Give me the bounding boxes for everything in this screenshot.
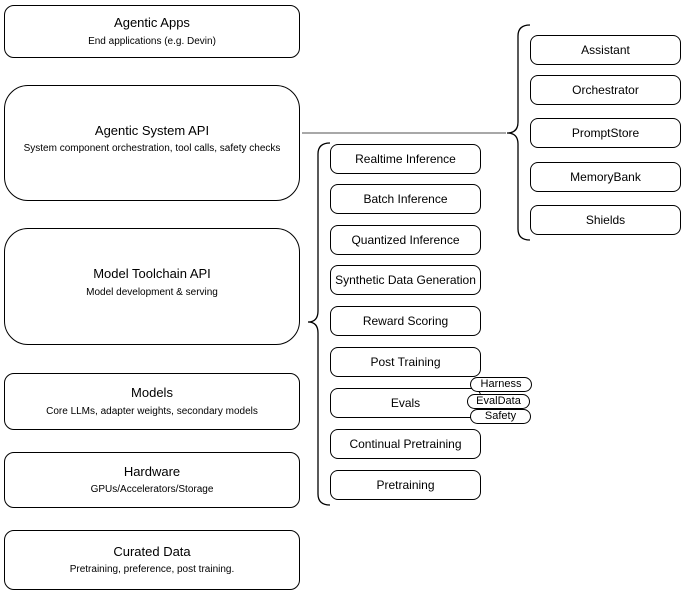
- layer-title: Agentic System API: [94, 122, 210, 138]
- toolchain-group-brace: [307, 142, 331, 506]
- component-box-promptstore: PromptStore: [530, 118, 681, 148]
- layer-box-agentic-system-api: Agentic System API System component orch…: [4, 85, 300, 201]
- eval-tag-safety: Safety: [470, 409, 531, 424]
- component-box-memorybank: MemoryBank: [530, 162, 681, 192]
- eval-tag-harness: Harness: [470, 377, 532, 392]
- layer-subtitle: Pretraining, preference, post training.: [69, 564, 235, 576]
- component-box-shields: Shields: [530, 205, 681, 235]
- layer-title: Curated Data: [113, 543, 191, 559]
- layer-subtitle: System component orchestration, tool cal…: [23, 143, 281, 155]
- service-box-post-training: Post Training: [330, 347, 481, 377]
- layer-box-model-toolchain-api: Model Toolchain API Model development & …: [4, 228, 300, 345]
- layer-box-hardware: Hardware GPUs/Accelerators/Storage: [4, 452, 300, 508]
- service-box-evals: Evals: [330, 388, 481, 418]
- layer-subtitle: GPUs/Accelerators/Storage: [90, 484, 214, 496]
- layer-title: Hardware: [123, 463, 181, 479]
- eval-tag-evaldata: EvalData: [467, 394, 530, 409]
- layer-box-agentic-apps: Agentic Apps End applications (e.g. Devi…: [4, 5, 300, 58]
- service-box-reward-scoring: Reward Scoring: [330, 306, 481, 336]
- service-box-synthetic-data-generation: Synthetic Data Generation: [330, 265, 481, 295]
- component-box-orchestrator: Orchestrator: [530, 75, 681, 105]
- system-group-brace: [506, 24, 531, 241]
- service-box-continual-pretraining: Continual Pretraining: [330, 429, 481, 459]
- service-box-quantized-inference: Quantized Inference: [330, 225, 481, 255]
- component-box-assistant: Assistant: [530, 35, 681, 65]
- layer-title: Model Toolchain API: [93, 266, 211, 282]
- service-box-batch-inference: Batch Inference: [330, 184, 481, 214]
- layer-title: Agentic Apps: [114, 15, 190, 31]
- layer-subtitle: Core LLMs, adapter weights, secondary mo…: [46, 405, 258, 417]
- service-box-pretraining: Pretraining: [330, 470, 481, 500]
- service-box-realtime-inference: Realtime Inference: [330, 144, 481, 174]
- layer-subtitle: End applications (e.g. Devin): [88, 35, 216, 47]
- layer-title: Models: [131, 385, 173, 401]
- layer-box-curated-data: Curated Data Pretraining, preference, po…: [4, 530, 300, 590]
- layer-subtitle: Model development & serving: [86, 286, 218, 298]
- layer-box-models: Models Core LLMs, adapter weights, secon…: [4, 373, 300, 430]
